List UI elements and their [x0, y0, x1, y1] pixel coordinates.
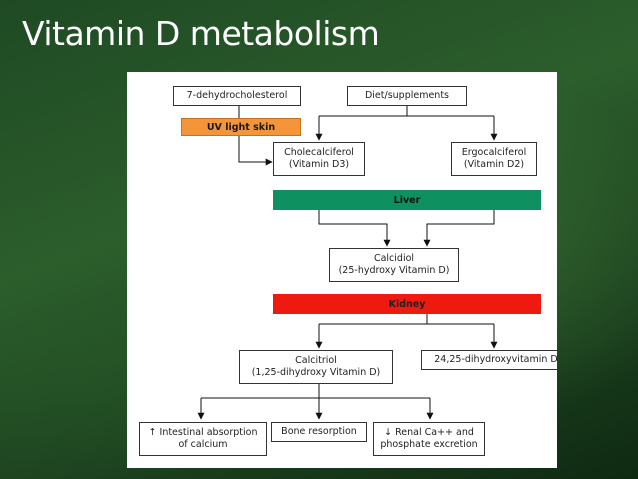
- arrow-liver-left: [318, 210, 391, 247]
- node-ergocalciferol: Ergocalciferol (Vitamin D2): [451, 142, 537, 176]
- vitamin-d-diagram: 7-dehydrocholesterol Diet/supplements UV…: [127, 72, 557, 468]
- node-7-dehydrocholesterol: 7-dehydrocholesterol: [173, 86, 301, 106]
- arrow-diet-split: [319, 106, 494, 117]
- arrow-liver-right: [423, 210, 495, 247]
- kidney-bar: Kidney: [273, 294, 541, 314]
- liver-bar: Liver: [273, 190, 541, 210]
- node-calcitriol: Calcitriol (1,25-dihydroxy Vitamin D): [239, 350, 393, 384]
- flow-arrows: [197, 106, 498, 420]
- node-cholecalciferol: Cholecalciferol (Vitamin D3): [273, 142, 365, 176]
- node-intestinal-absorption: ↑ Intestinal absorption of calcium: [139, 422, 267, 456]
- node-bone-resorption: Bone resorption: [271, 422, 367, 442]
- node-diet-supplements: Diet/supplements: [347, 86, 467, 106]
- arrow-calcitriol-split: [201, 384, 430, 399]
- node-calcidiol: Calcidiol (25-hydroxy Vitamin D): [329, 248, 459, 282]
- slide-title: Vitamin D metabolism: [22, 14, 380, 53]
- node-renal-excretion: ↓ Renal Ca++ and phosphate excretion: [373, 422, 485, 456]
- uv-light-skin-bar: UV light skin: [181, 118, 301, 136]
- arrow-kidney-split: [319, 314, 494, 325]
- node-24-25-dihydroxyvitamin-d: 24,25-dihydroxyvitamin D: [421, 350, 557, 370]
